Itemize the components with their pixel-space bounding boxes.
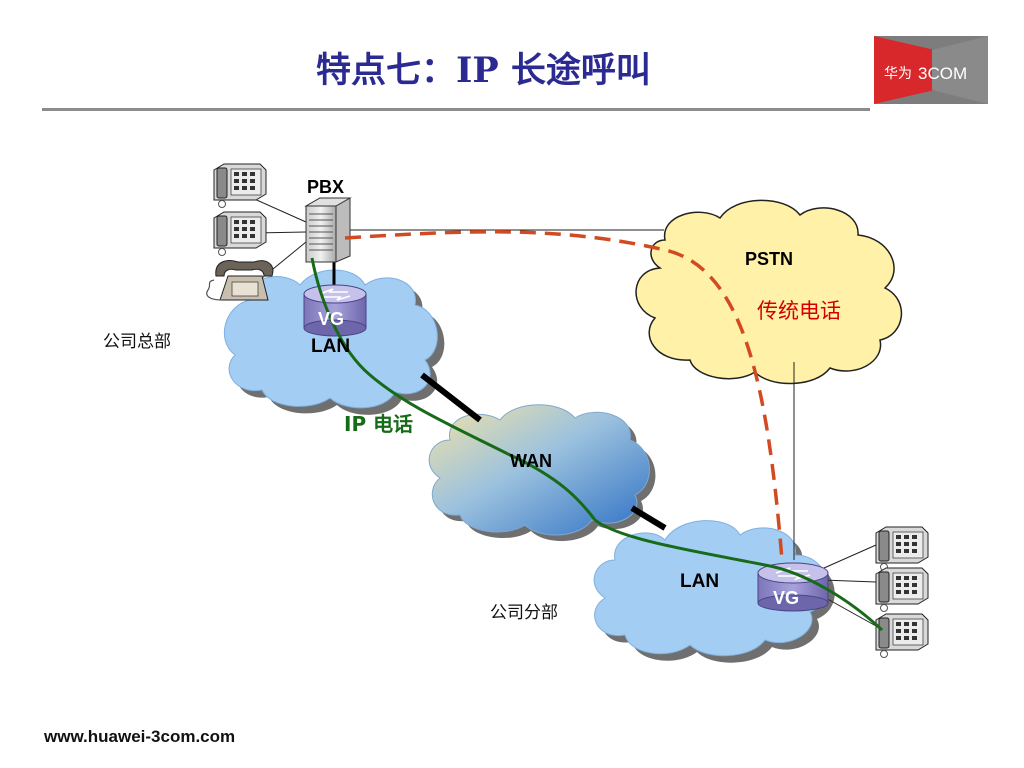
wan-label: WAN (510, 451, 552, 471)
branch-lan-label: LAN (680, 571, 719, 592)
ip-call-path (310, 257, 884, 632)
hq-analog-phone-icon (206, 260, 274, 301)
pstn-label: PSTN (745, 249, 793, 269)
footer-url: www.huawei-3com.com (43, 727, 235, 746)
title-divider (42, 108, 870, 111)
branch-lan-cloud (593, 520, 835, 663)
ip-call-label: IP 电话 (344, 412, 413, 436)
branch-desk-phone-1-icon (875, 526, 929, 571)
hq-desk-phone-2-icon (213, 211, 267, 256)
branch-desk-phone-2-icon (875, 567, 929, 612)
huawei-3com-logo: 华为 3COM (874, 36, 988, 104)
pbx-server (304, 197, 352, 263)
traditional-call-path (344, 230, 784, 561)
branch-vg-label: VG (773, 588, 799, 608)
logo-text-en: 3COM (918, 64, 967, 83)
hq-vg-label: VG (318, 309, 344, 329)
hq-wan-link (420, 372, 482, 423)
pstn-cloud (635, 199, 902, 385)
hq-lan-label: LAN (311, 336, 350, 357)
hq-label: 公司总部 (103, 332, 171, 352)
wan-branch-link (630, 505, 667, 531)
traditional-call-label: 传统电话 (757, 299, 841, 323)
pbx-label: PBX (307, 177, 344, 197)
page-title: 特点七：IP 长途呼叫 (316, 50, 651, 91)
hq-vg-router (303, 284, 367, 337)
branch-label: 公司分部 (490, 603, 558, 623)
logo-text-cn: 华为 (884, 66, 912, 82)
hq-lan-cloud (223, 269, 445, 415)
branch-desk-phone-3-icon (875, 613, 929, 658)
